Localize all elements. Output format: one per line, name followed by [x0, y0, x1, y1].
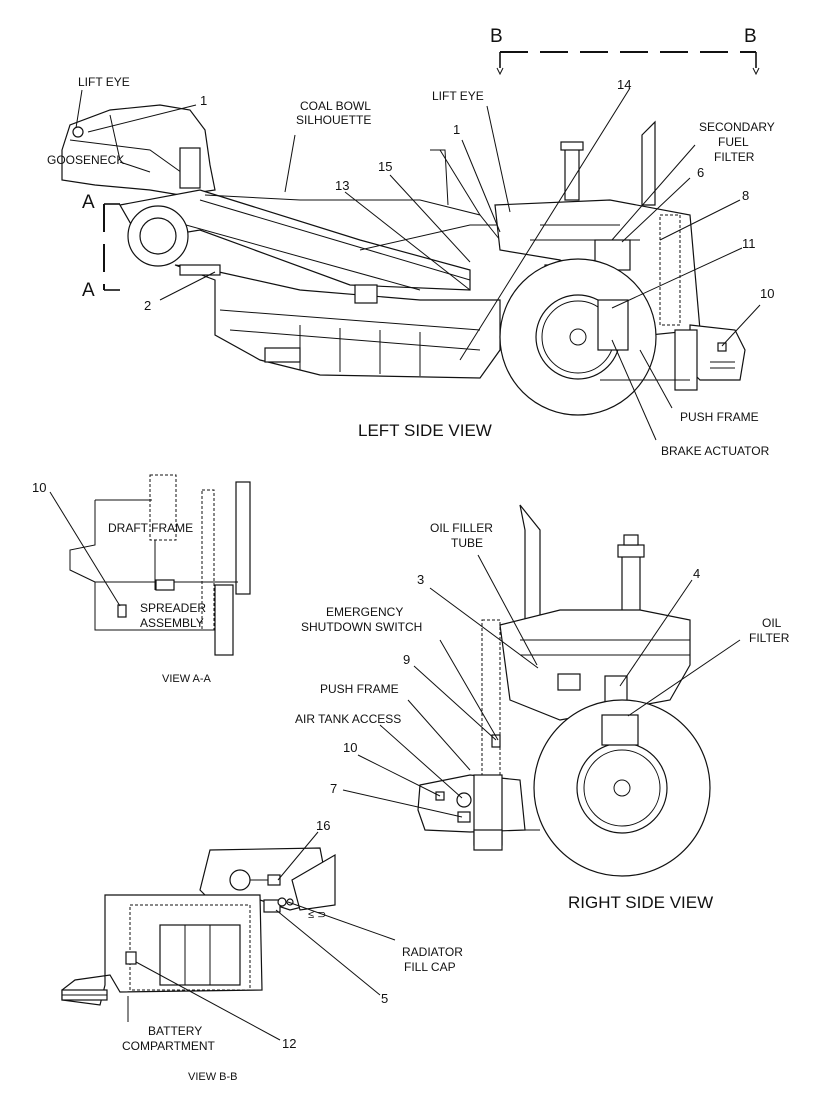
callout-6: 6 — [697, 165, 704, 180]
label-spreader-line2: ASSEMBLY — [140, 616, 204, 630]
label-oil-filler-line1: OIL FILLER — [430, 521, 493, 535]
label-coal-bowl-line2: SILHOUETTE — [296, 113, 371, 127]
label-oil-filter-line2: FILTER — [749, 631, 790, 645]
label-secondary-line3: FILTER — [714, 150, 755, 164]
callout-3: 3 — [417, 572, 424, 587]
section-b-right-label: B — [744, 26, 757, 47]
label-secondary-line1: SECONDARY — [699, 120, 775, 134]
callout-5: 5 — [381, 991, 388, 1006]
callout-14: 14 — [617, 77, 631, 92]
label-spreader-line1: SPREADER — [140, 601, 206, 615]
label-battery-line1: BATTERY — [148, 1024, 202, 1038]
callout-8: 8 — [742, 188, 749, 203]
section-a-top-label: A — [82, 192, 95, 213]
label-push-frame-left: PUSH FRAME — [680, 410, 759, 424]
label-brake-actuator: BRAKE ACTUATOR — [661, 444, 770, 458]
section-a-bottom-label: A — [82, 280, 95, 301]
view-a-a-title: VIEW A-A — [162, 673, 212, 685]
label-radiator-line1: RADIATOR — [402, 945, 463, 959]
callout-2: 2 — [144, 298, 151, 313]
label-oil-filler-line2: TUBE — [451, 536, 483, 550]
callout-16: 16 — [316, 818, 330, 833]
view-a-a: 10 DRAFT FRAME SPREADER ASSEMBLY VIEW A-… — [32, 474, 251, 685]
callout-10-view-aa: 10 — [32, 480, 46, 495]
callout-7: 7 — [330, 781, 337, 796]
callout-10-left: 10 — [760, 286, 774, 301]
label-gooseneck: GOOSENECK — [47, 153, 124, 167]
right-side-view: OIL FILLER TUBE EMERGENCY SHUTDOWN SWITC… — [295, 504, 790, 912]
label-lift-eye-rear: LIFT EYE — [432, 89, 484, 103]
label-radiator-line2: FILL CAP — [404, 960, 456, 974]
callout-10-right: 10 — [343, 740, 357, 755]
label-oil-filter-line1: OIL — [762, 616, 782, 630]
callout-13: 13 — [335, 178, 349, 193]
section-b-left-label: B — [490, 26, 503, 47]
label-draft-frame: DRAFT FRAME — [108, 521, 193, 535]
callout-9: 9 — [403, 652, 410, 667]
label-secondary-line2: FUEL — [718, 135, 749, 149]
callout-12: 12 — [282, 1036, 296, 1051]
view-b-b: ≤ ⊃ RADIATOR FILL CAP BATTERY COMPARTMEN… — [61, 818, 463, 1083]
view-b-b-title: VIEW B-B — [188, 1071, 238, 1083]
callout-4: 4 — [693, 566, 700, 581]
label-emergency-line1: EMERGENCY — [326, 605, 403, 619]
label-battery-line2: COMPARTMENT — [122, 1039, 216, 1053]
svg-text:≤ ⊃: ≤ ⊃ — [308, 909, 326, 921]
callout-1-rear: 1 — [453, 122, 460, 137]
label-lift-eye-front: LIFT EYE — [78, 75, 130, 89]
section-line-b: B B — [490, 26, 760, 76]
left-side-view-title: LEFT SIDE VIEW — [358, 421, 492, 440]
label-emergency-line2: SHUTDOWN SWITCH — [301, 620, 422, 634]
left-side-view: A A LIFT EYE GOOSENECK COAL BOWL SILHOUE… — [47, 75, 775, 458]
callout-1-front: 1 — [200, 93, 207, 108]
right-side-view-title: RIGHT SIDE VIEW — [568, 893, 713, 912]
label-air-tank-access: AIR TANK ACCESS — [295, 712, 401, 726]
callout-15: 15 — [378, 159, 392, 174]
label-coal-bowl-line1: COAL BOWL — [300, 99, 371, 113]
callout-11: 11 — [742, 236, 756, 251]
label-push-frame-right: PUSH FRAME — [320, 682, 399, 696]
